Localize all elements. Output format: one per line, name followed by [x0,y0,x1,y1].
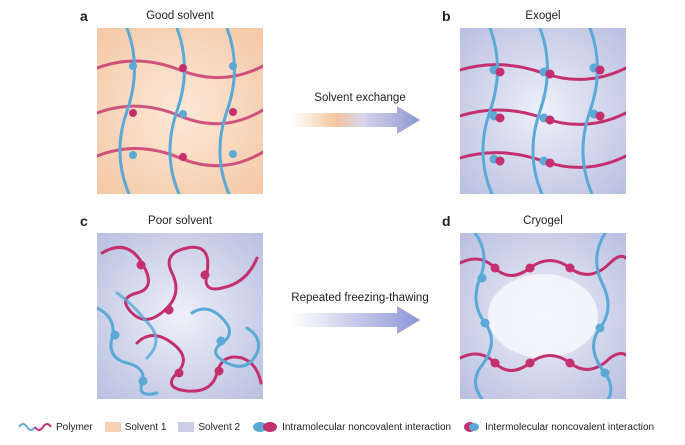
legend: Polymer Solvent 1 Solvent 2 Intramolecul… [18,418,678,436]
legend-intra-label: Intramolecular noncovalent interaction [282,421,452,433]
panel-b-title: Exogel [525,10,561,22]
legend-inter: Intermolecular noncovalent interaction [463,421,654,433]
arrow-bottom-label: Repeated freezing-thawing [291,292,429,304]
solvent-exchange-arrow [292,106,420,134]
freezing-thawing-arrow [292,306,420,334]
legend-solvent1: Solvent 1 [104,421,167,433]
legend-inter-label: Intermolecular noncovalent interaction [485,421,655,433]
panel-a-good-solvent [97,28,263,194]
intramolecular-icon [253,422,278,432]
legend-solvent1-label: Solvent 1 [124,421,167,433]
panel-a-title: Good solvent [146,10,214,22]
panel-d-cryogel [460,233,626,399]
legend-polymer-label: Polymer [56,421,93,433]
solvent2-swatch [178,422,195,432]
polymer-icon [18,423,52,431]
legend-solvent2: Solvent 2 [178,422,240,433]
panel-d-letter: d [442,213,451,229]
legend-intra: Intramolecular noncovalent interaction [252,421,451,433]
intermolecular-icon [464,422,480,432]
legend-polymer: Polymer [18,421,93,433]
panel-c-poor-solvent [97,233,263,399]
panel-a-letter: a [80,8,88,24]
legend-solvent2-label: Solvent 2 [198,421,241,433]
solvent1-swatch [104,422,121,432]
arrow-top-label: Solvent exchange [314,92,406,104]
panel-c-title: Poor solvent [148,215,212,227]
panel-d-title: Cryogel [523,215,563,227]
panel-b-letter: b [442,8,451,24]
panel-b-exogel [460,28,626,194]
panel-c-letter: c [80,213,88,229]
